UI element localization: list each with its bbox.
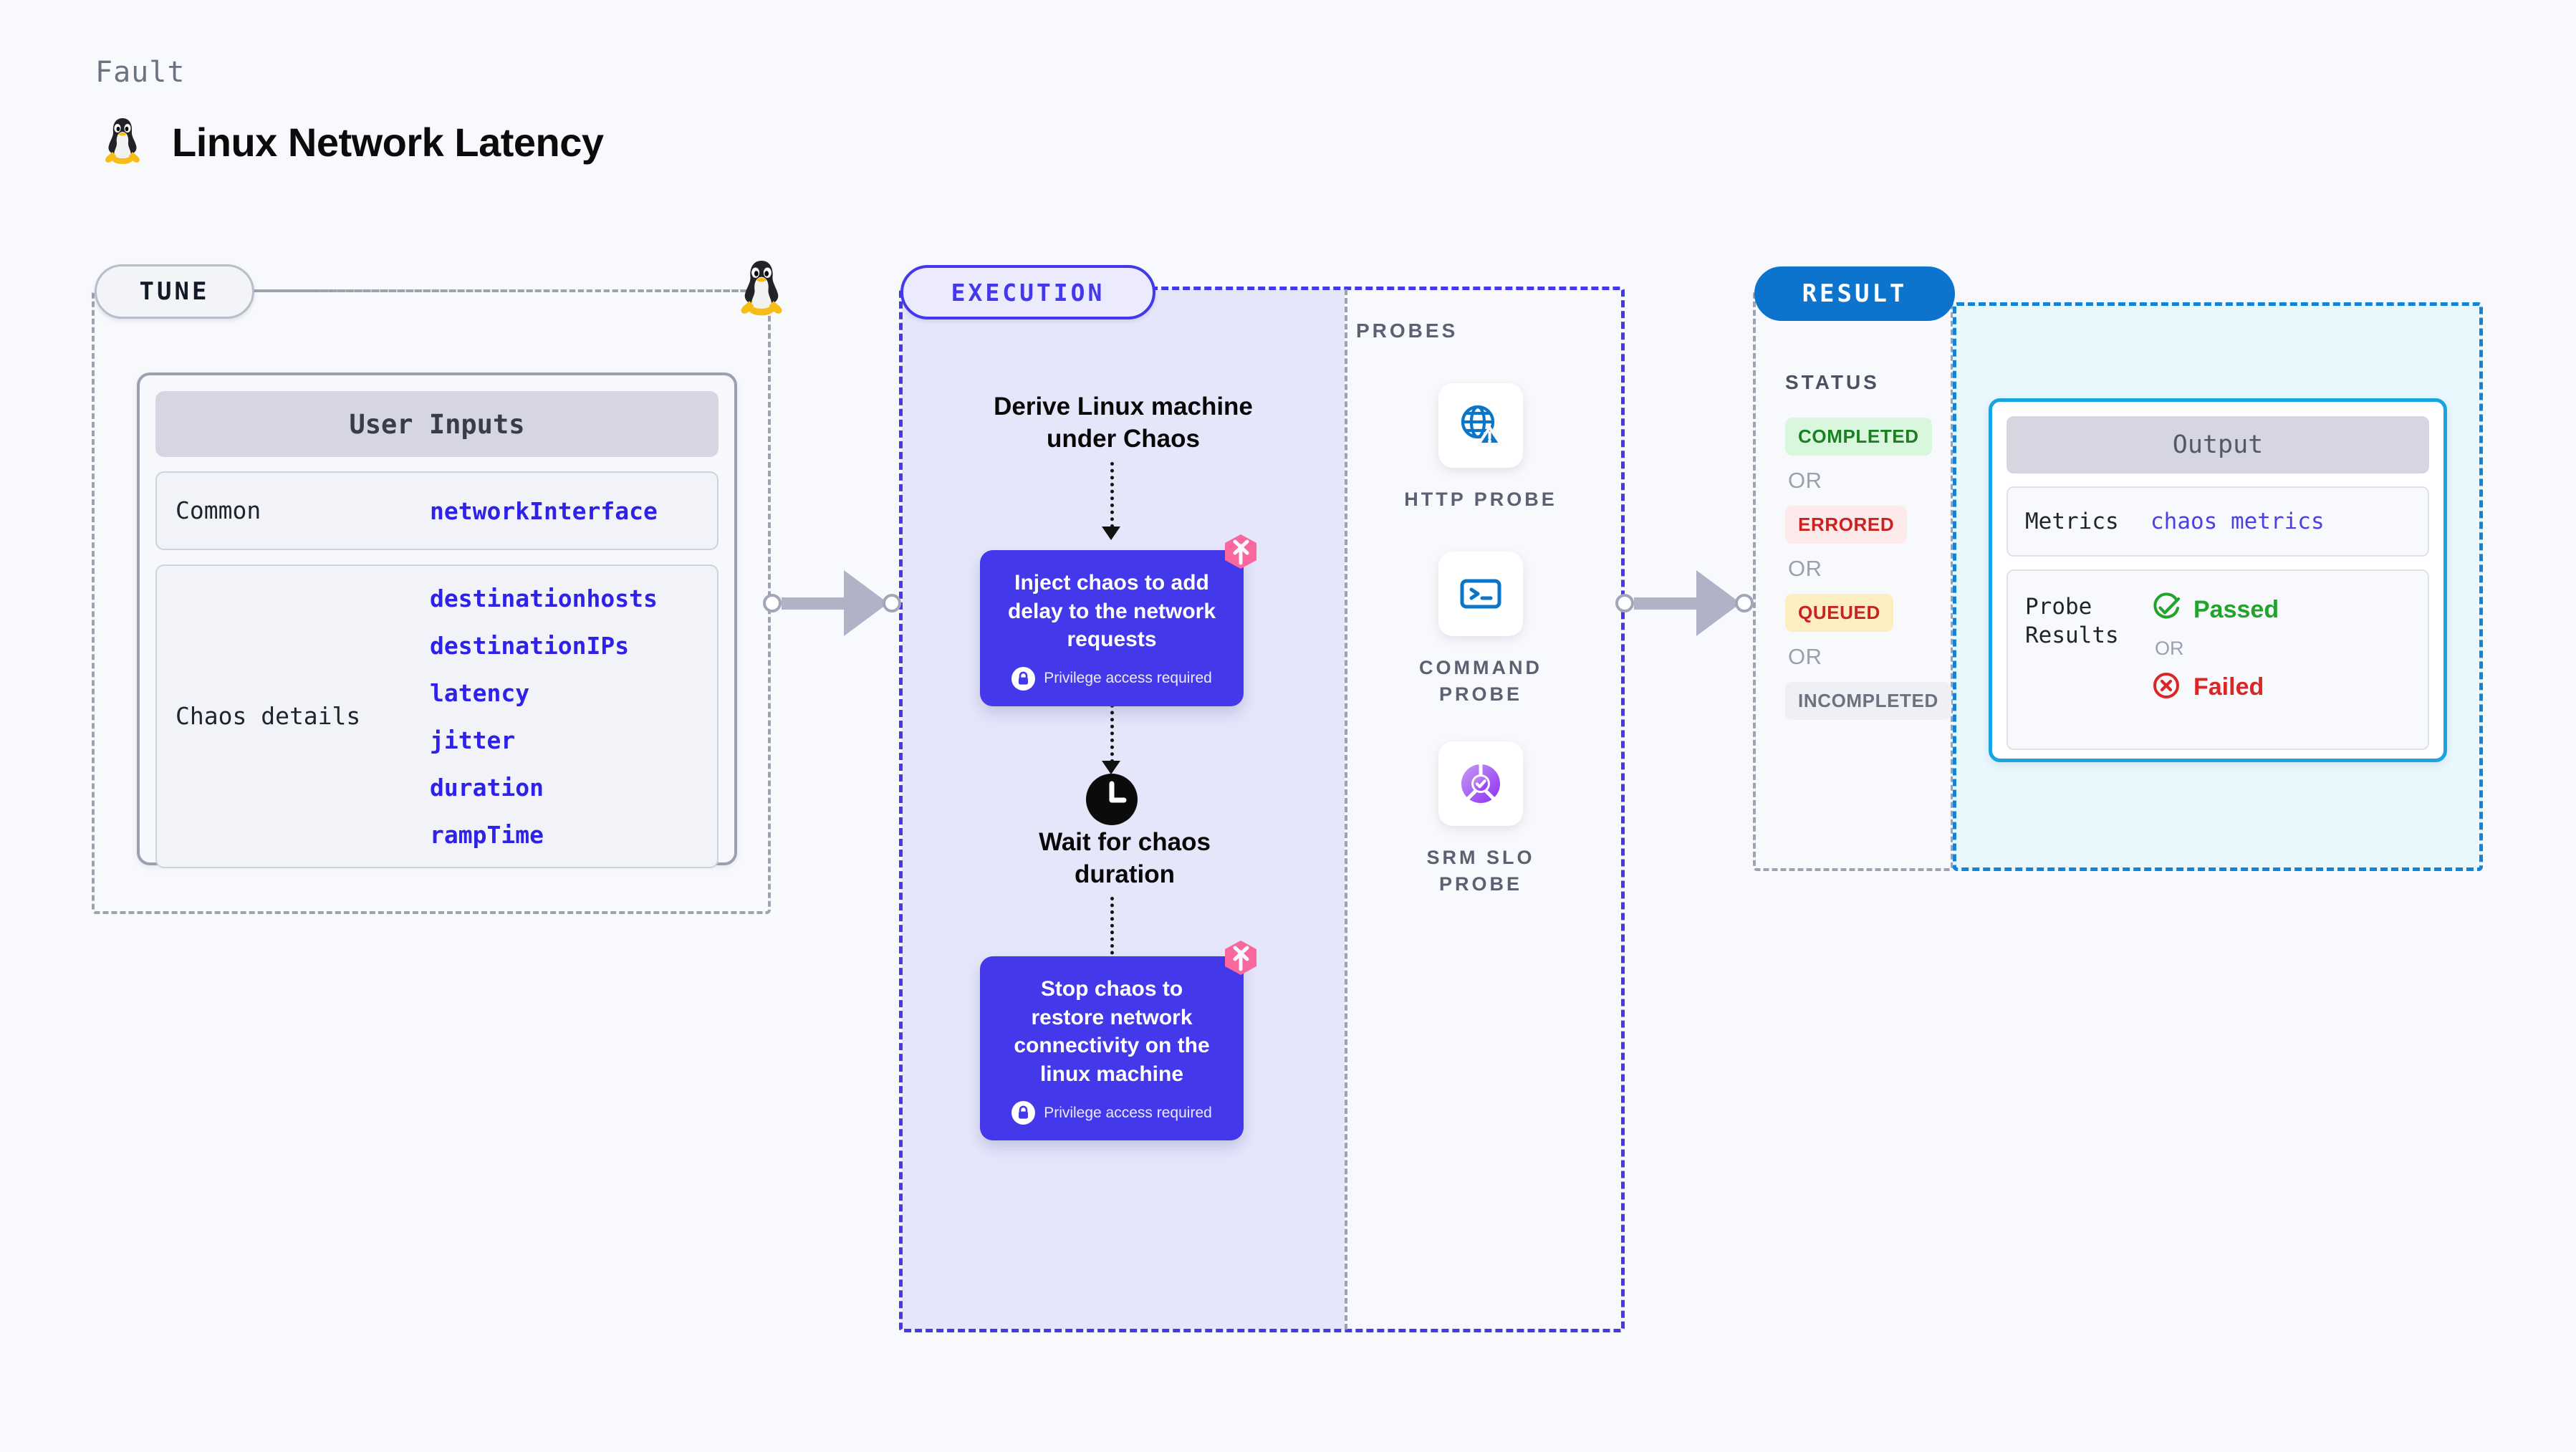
or-label: OR xyxy=(1788,644,1822,669)
tune-value-networkinterface[interactable]: networkInterface xyxy=(430,496,658,525)
execution-probes-divider xyxy=(1345,289,1347,1330)
output-metrics-value[interactable]: chaos metrics xyxy=(2150,509,2325,534)
flow-arrowhead xyxy=(1102,527,1120,540)
execution-step-stop-card[interactable]: Stop chaos to restore network connectivi… xyxy=(980,941,1256,1141)
connector-tune-to-execution xyxy=(763,569,901,637)
tune-value-duration[interactable]: duration xyxy=(430,773,544,802)
tune-row-chaos-details: Chaos details destinationhosts destinati… xyxy=(155,564,719,868)
connector-arrowhead xyxy=(844,570,888,636)
page-header: Linux Network Latency xyxy=(100,115,604,170)
failed-label: Failed xyxy=(2193,673,2264,701)
flow-dotted-line xyxy=(1110,462,1114,528)
tune-row-values: networkInterface xyxy=(430,497,658,525)
tune-pill-label: TUNE xyxy=(139,277,210,306)
probes-title: PROBES xyxy=(1356,319,1458,342)
tune-value-ramptime[interactable]: rampTime xyxy=(430,820,544,849)
execution-pill-label: EXECUTION xyxy=(951,278,1105,307)
probe-srm-slo[interactable]: SRM SLO PROBE xyxy=(1388,741,1574,898)
page-title: Linux Network Latency xyxy=(172,120,604,165)
or-label: OR xyxy=(1788,556,1822,581)
privilege-note: Privilege access required xyxy=(1001,666,1222,691)
tune-value-destinationhosts[interactable]: destinationhosts xyxy=(430,584,658,612)
linux-penguin-icon xyxy=(100,115,145,170)
probe-label: COMMAND PROBE xyxy=(1419,657,1542,706)
tune-value-latency[interactable]: latency xyxy=(430,678,530,707)
privilege-note: Privilege access required xyxy=(1001,1101,1222,1125)
output-title: Output xyxy=(2007,416,2429,473)
probe-label: SRM SLO PROBE xyxy=(1426,847,1535,895)
flow-arrowhead xyxy=(1102,761,1120,774)
connector-arrowhead xyxy=(1696,570,1741,636)
connector-end-dot xyxy=(1735,594,1754,612)
status-badge-list: COMPLETED OR ERRORED OR QUEUED OR INCOMP… xyxy=(1785,418,1951,720)
x-circle-icon xyxy=(2150,670,2182,705)
harness-icon xyxy=(1219,938,1259,981)
execution-step-derive-label: Derive Linux machine under Chaos xyxy=(994,393,1253,453)
lock-icon xyxy=(1011,1101,1036,1125)
connector-line xyxy=(782,597,845,610)
clock-icon xyxy=(1085,772,1139,830)
connector-start-dot xyxy=(763,594,782,612)
tune-row-values: destinationhosts destinationIPs latency … xyxy=(430,585,658,849)
probe-command[interactable]: COMMAND PROBE xyxy=(1388,552,1574,708)
connector-start-dot xyxy=(1615,594,1634,612)
probe-label: HTTP PROBE xyxy=(1404,489,1557,510)
connector-line xyxy=(1634,597,1698,610)
or-label: OR xyxy=(1788,468,1822,493)
slo-donut-check-icon xyxy=(1438,741,1523,826)
privilege-label: Privilege access required xyxy=(1044,1104,1212,1121)
execution-step-wait-label: Wait for chaos duration xyxy=(1039,828,1211,888)
execution-pill[interactable]: EXECUTION xyxy=(900,265,1155,319)
status-badge: COMPLETED xyxy=(1785,418,1932,456)
passed-label: Passed xyxy=(2193,596,2279,623)
lock-icon xyxy=(1011,666,1036,691)
user-inputs-card: User Inputs Common networkInterface Chao… xyxy=(137,372,737,868)
execution-step-inject-card[interactable]: Inject chaos to add delay to the network… xyxy=(980,534,1256,706)
execution-probes-outer-panel xyxy=(899,287,1625,1332)
globe-warning-icon xyxy=(1438,383,1523,468)
tune-top-dashed-line xyxy=(254,289,763,292)
page-kicker: Fault xyxy=(95,56,186,89)
result-pill[interactable]: RESULT xyxy=(1754,266,1955,321)
execution-card-label: Inject chaos to add delay to the network… xyxy=(1007,571,1216,652)
harness-icon xyxy=(1219,532,1259,575)
execution-card-label: Stop chaos to restore network connectivi… xyxy=(1014,977,1210,1086)
output-metrics-label: Metrics xyxy=(2025,508,2119,534)
status-badge: QUEUED xyxy=(1785,594,1893,632)
status-badge: INCOMPLETED xyxy=(1785,682,1951,720)
output-row-probe-results: Probe Results Passed OR xyxy=(2007,569,2429,750)
tune-pill[interactable]: TUNE xyxy=(95,264,254,319)
tune-row-common: Common networkInterface xyxy=(155,471,719,550)
tune-value-destinationips[interactable]: destinationIPs xyxy=(430,631,630,660)
probe-http[interactable]: HTTP PROBE xyxy=(1388,383,1574,513)
output-probe-label: Probe Results xyxy=(2025,594,2119,649)
probe-result-passed: Passed xyxy=(2150,592,2279,628)
result-pill-label: RESULT xyxy=(1802,279,1908,308)
connector-execution-to-result xyxy=(1615,569,1754,637)
status-title: STATUS xyxy=(1785,371,1880,393)
flow-dotted-line xyxy=(1110,897,1114,961)
privilege-label: Privilege access required xyxy=(1044,670,1212,687)
check-circle-icon xyxy=(2150,592,2182,628)
output-card: Output Metrics chaos metrics Probe Resul… xyxy=(1989,398,2447,762)
probe-result-values: Passed OR Failed xyxy=(2150,592,2279,705)
linux-penguin-icon xyxy=(735,256,788,322)
user-inputs-title: User Inputs xyxy=(155,391,719,457)
tune-row-label: Common xyxy=(176,496,261,525)
output-row-metrics: Metrics chaos metrics xyxy=(2007,486,2429,557)
flow-dotted-line xyxy=(1110,663,1114,763)
probe-result-failed: Failed xyxy=(2150,670,2279,705)
status-badge: ERRORED xyxy=(1785,506,1908,544)
or-label: OR xyxy=(2155,638,2184,659)
tune-row-label: Chaos details xyxy=(176,702,361,731)
connector-end-dot xyxy=(883,594,901,612)
terminal-icon xyxy=(1438,552,1523,636)
tune-value-jitter[interactable]: jitter xyxy=(430,726,516,754)
